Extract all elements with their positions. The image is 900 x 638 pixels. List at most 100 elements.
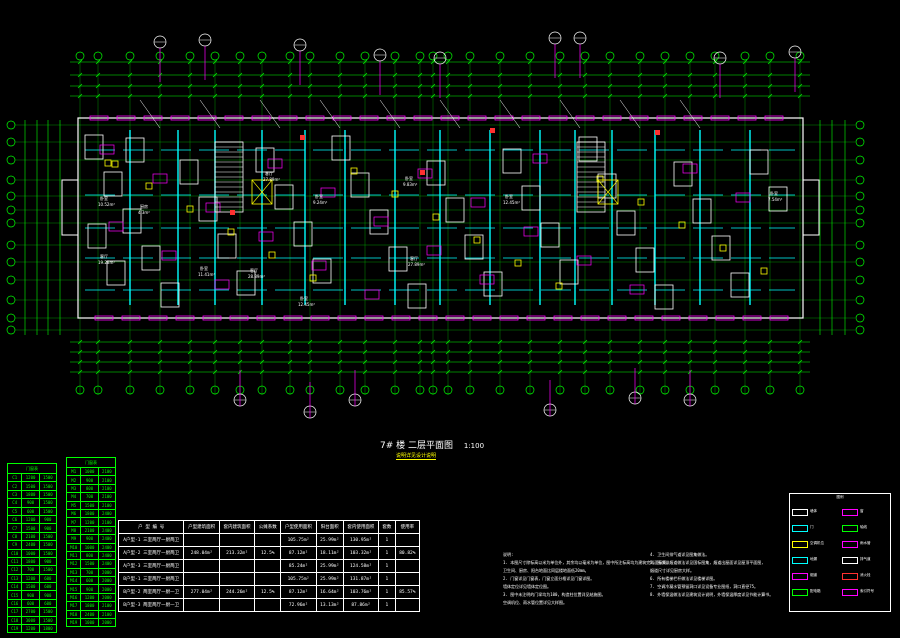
dimension-tick [497,349,503,355]
axis-bubble [740,385,750,395]
axis-bubble [285,51,295,61]
dimension-tick [582,359,588,365]
area-cell: 1 [378,559,396,573]
dimension-tick [557,72,563,78]
window [737,115,757,121]
drawing-title-text: 7# 楼 二层平面图 [380,441,453,451]
table-cell: 1500 [38,472,58,483]
table-cell: M6 [65,508,82,519]
dimension-tick [95,83,101,89]
table-cell: C2 [6,481,23,491]
area-cell [394,572,421,586]
dimension-tick [95,93,101,99]
room-name: 卧室 [300,295,308,301]
window [656,115,676,121]
area-cell [254,533,282,547]
dimension-tick [392,359,398,365]
axis-bubble [6,313,16,323]
table-cell: 2000 [97,618,117,628]
dimension-tick [712,349,718,355]
dimension-tick [212,349,218,355]
leader-line [619,99,641,129]
table-cell: 1200 [21,573,40,584]
dimension-tick [662,72,668,78]
elevator-cross [597,179,619,205]
dimension-tick [307,83,313,89]
table-cell: M16 [65,592,82,603]
table-cell: 1500 [38,506,58,516]
room-name: 卧室 [405,175,413,181]
table-cell: M11 [65,550,82,561]
dimension-tick [127,59,133,65]
area-cell: B户型-1 三室两厅一厨两卫 [117,572,185,586]
dimension-tick [337,59,343,65]
window [526,315,546,321]
dimension-tick [77,349,83,355]
dimension-tick [767,369,773,375]
area-header-cell: 户型使用面积 [280,520,317,534]
dimension-tick [607,59,613,65]
area-cell [254,598,282,612]
dimension-tick [467,72,473,78]
legend-item: 雨水管 [842,539,888,548]
dimension-tick [767,83,773,89]
dimension-tick [687,339,693,345]
axis-bubble [6,325,16,335]
leader-line [439,99,461,129]
table-cell: M1 [65,466,82,477]
dimension-tick [417,339,423,345]
room-labels: 卧室10.52m²客厅19.28m²厨房4.3m²卧室11.41m²客厅27.8… [98,170,783,307]
dimension-tick [187,349,193,355]
area-header-cell: 套内建筑面积 [218,520,256,534]
table-cell: 1200 [21,624,40,634]
room-outline [84,134,104,160]
room-outline [616,210,636,236]
room-outline [106,260,126,286]
dimension-tick [430,359,436,365]
column-mark [760,267,768,275]
room-outline [730,272,750,298]
axis-bubble [6,137,16,147]
table-cell: 900 [21,498,40,508]
table-header: 门窗表 [7,463,57,474]
table-cell: C14 [6,582,23,592]
legend-label: 雨水管 [860,541,871,545]
dimension-tick [767,339,773,345]
dimension-tick [127,349,133,355]
table-cell: 2400 [21,540,40,550]
table-cell: 2000 [97,592,117,603]
dimension-tick [77,369,83,375]
legend-label: 窗 [860,509,864,513]
leader-line [259,99,281,129]
dimension-tick [127,93,133,99]
axis-bubble [525,385,535,395]
red-mark [420,170,425,175]
window [764,115,784,121]
dimension-tick [467,339,473,345]
window [197,115,217,121]
dimension-tick [337,72,343,78]
axis-bubble [210,385,220,395]
room-area: 12.45m² [298,302,315,307]
dimension-tick [417,72,423,78]
room-outline [654,284,674,310]
dimension-tick [742,369,748,375]
area-cell: 1 [378,533,396,547]
dimension-tick [637,72,643,78]
table-cell: 900 [21,590,40,600]
dimension-tick [337,369,343,375]
fixture [205,202,221,213]
legend-label: 墙体 [810,509,817,513]
dimension-tick [712,339,718,345]
dimension-tick [467,369,473,375]
leader-line [679,99,701,129]
table-cell: 1500 [38,489,58,500]
area-cell: 18.11m² [315,546,344,560]
room-outline [711,235,731,261]
